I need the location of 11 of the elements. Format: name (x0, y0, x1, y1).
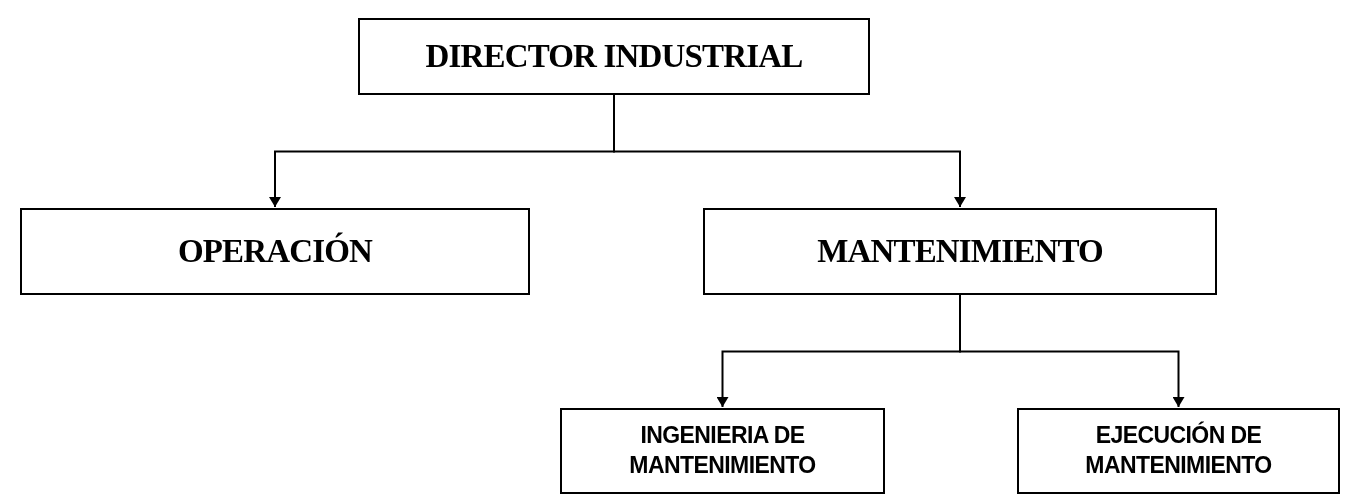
box-title: OPERACIÓN (177, 231, 373, 271)
org-box (1017, 408, 1340, 494)
org-box (358, 18, 870, 95)
org-box (703, 208, 1217, 295)
org-box (20, 208, 530, 295)
box-title: INGENIERIA DE MANTENIMIENTO (628, 421, 817, 480)
box-title: MANTENIMIENTO (817, 231, 1103, 271)
org-box (560, 408, 885, 494)
box-title: EJECUCIÓN DE MANTENIMIENTO (1084, 421, 1273, 480)
connector-arrow (959, 294, 1185, 408)
box-title: DIRECTOR INDUSTRIAL (425, 36, 803, 76)
